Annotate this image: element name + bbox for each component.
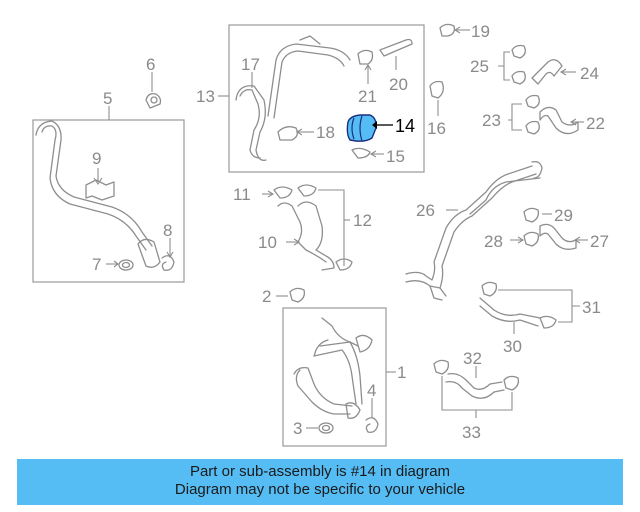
callout-31: 31 — [582, 298, 601, 317]
callout-25: 25 — [470, 57, 489, 76]
part-24-hose — [531, 59, 576, 85]
callout-21: 21 — [358, 87, 377, 106]
part-28-clamp — [510, 231, 540, 247]
callout-8: 8 — [163, 221, 172, 240]
part-3-oring — [306, 422, 334, 434]
callout-20: 20 — [389, 75, 408, 94]
parts-diagram: 1 2 3 4 5 6 7 8 9 10 11 12 13 14 15 16 1… — [32, 22, 609, 447]
part-18-clamp — [277, 126, 314, 141]
part-2-clamp — [276, 287, 306, 303]
group-box-1 — [282, 307, 387, 447]
callout-24: 24 — [580, 64, 599, 83]
part-20-hose — [379, 38, 413, 70]
part-33-clamps — [433, 359, 520, 418]
callout-27: 27 — [590, 232, 609, 251]
part-12-lower-clamp — [335, 258, 353, 271]
callout-1: 1 — [397, 363, 406, 382]
banner-line-1: Part or sub-assembly is #14 in diagram — [189, 463, 451, 480]
part-21-clamp — [357, 49, 374, 84]
part-27-hose — [539, 223, 588, 250]
callout-29: 29 — [554, 206, 573, 225]
callout-13: 13 — [196, 87, 215, 106]
part-30-hose — [479, 297, 541, 334]
part-4-clamp — [365, 398, 379, 433]
group-box-5 — [32, 119, 185, 283]
part-9-bracket — [85, 168, 115, 201]
part-29-clamp — [523, 207, 552, 223]
part-22-hose — [539, 106, 584, 135]
callout-15: 15 — [386, 147, 405, 166]
part-32-hose — [445, 366, 505, 399]
part-26-pipe — [405, 160, 543, 301]
part-31-clamps — [481, 281, 580, 329]
callout-17: 17 — [241, 55, 260, 74]
banner-line-2: Diagram may not be specific to your vehi… — [174, 481, 466, 498]
part-7-oring — [106, 259, 134, 271]
part-19-clamp — [439, 23, 470, 37]
part-14-highlighted — [346, 114, 393, 142]
part-8-clamp — [161, 238, 175, 271]
part-1-assembly — [293, 317, 373, 419]
callout-9: 9 — [92, 149, 101, 168]
part-5-hose — [35, 120, 161, 268]
callout-30: 30 — [503, 337, 522, 356]
info-banner: Part or sub-assembly is #14 in diagram D… — [17, 459, 623, 505]
callout-14: 14 — [395, 116, 415, 136]
callout-5: 5 — [103, 89, 112, 108]
part-10-hose — [277, 201, 335, 271]
part-11-clamp — [262, 186, 293, 199]
callout-7: 7 — [92, 255, 101, 274]
callout-10: 10 — [258, 233, 277, 252]
part-6-clamp — [145, 72, 162, 109]
callout-4: 4 — [367, 381, 376, 400]
part-16-clamp — [429, 80, 444, 116]
part-12-clamp — [297, 184, 345, 266]
callout-32: 32 — [463, 349, 482, 368]
callout-3: 3 — [293, 419, 302, 438]
part-25-clamps — [498, 44, 526, 85]
part-upper-pipe — [267, 35, 351, 119]
callout-12: 12 — [353, 211, 372, 230]
callout-33: 33 — [462, 423, 481, 442]
part-15-clamp — [351, 147, 384, 159]
group-box-13 — [228, 24, 425, 173]
callout-22: 22 — [586, 114, 605, 133]
callout-23: 23 — [482, 111, 501, 130]
part-17-hose — [235, 72, 267, 161]
callout-28: 28 — [484, 232, 503, 251]
part-23-clamps — [508, 94, 540, 135]
callout-11: 11 — [233, 185, 251, 204]
callout-6: 6 — [146, 55, 155, 74]
callout-16: 16 — [427, 119, 446, 138]
callout-19: 19 — [471, 22, 490, 41]
callout-18: 18 — [316, 123, 335, 142]
callout-26: 26 — [416, 201, 435, 220]
callout-2: 2 — [262, 287, 271, 306]
